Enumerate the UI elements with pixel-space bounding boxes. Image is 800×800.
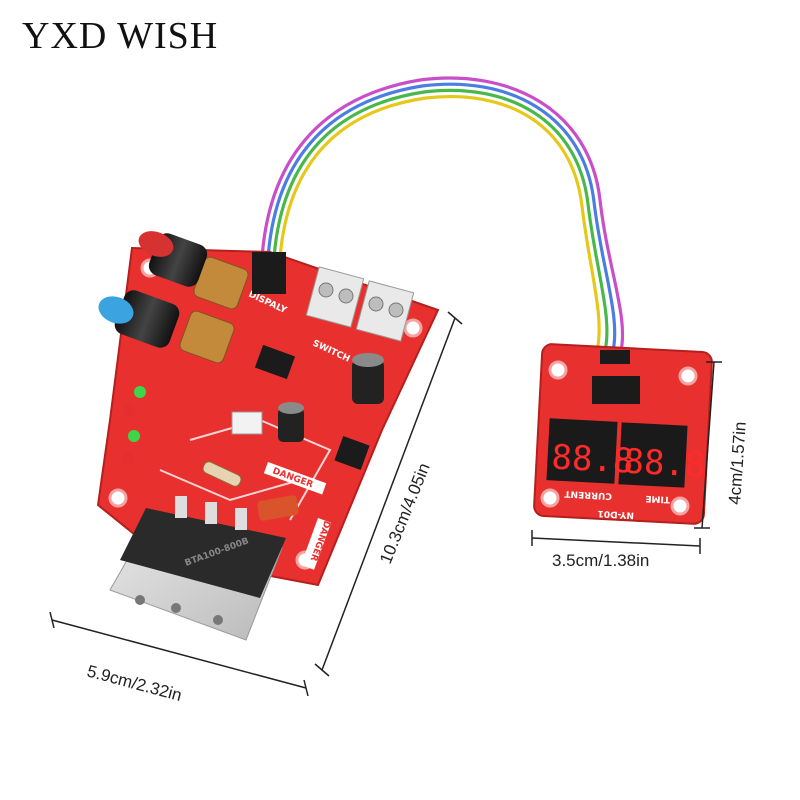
dim-main-width (49, 611, 309, 697)
pin-header (252, 252, 286, 294)
knob-black (114, 290, 180, 348)
led-red (122, 452, 134, 464)
knob-cap-red (138, 231, 174, 257)
triac-module: BTA100-800B (120, 496, 286, 598)
potentiometer-bottom (98, 290, 235, 364)
dim-display-width-label: 3.5cm/1.38in (552, 551, 649, 570)
dim-display-width (531, 530, 701, 554)
electrolytic-capacitor-small (278, 402, 304, 442)
dim-display-height (694, 361, 722, 529)
dim-main-height-label: 10.3cm/4.05in (376, 460, 434, 566)
driver-chip (592, 376, 640, 404)
screw-terminal-block (305, 266, 415, 342)
display-pin-header (600, 350, 630, 364)
ic-chip (254, 344, 296, 380)
connector-white (231, 411, 263, 435)
mount-hole (403, 318, 423, 338)
led-green (134, 386, 146, 398)
mount-hole (108, 488, 128, 508)
film-capacitor (257, 495, 299, 521)
brand-logo: YXD WISH (22, 15, 219, 57)
led-green (128, 430, 140, 442)
regulator (334, 435, 370, 471)
electrolytic-capacitor-large (352, 353, 384, 404)
dim-main-height (314, 311, 463, 677)
knob-cap-blue (98, 296, 134, 324)
dim-main-width-label: 5.9cm/2.32in (85, 662, 184, 706)
led-red (124, 404, 136, 416)
current-label: CURRENT (563, 488, 612, 501)
time-label: TIME (645, 493, 670, 504)
time-display (618, 422, 688, 488)
ribbon-cable (260, 76, 625, 356)
model-label: NY-D01 (597, 508, 634, 520)
time-digits: 88.8 (623, 441, 707, 485)
dim-display-height-label: 4cm/1.57in (725, 421, 750, 505)
current-display (546, 418, 618, 484)
potentiometer-top (138, 231, 249, 310)
display-board: 88.8 88.8 CURRENT TIME NY-D01 (533, 343, 713, 525)
resistor (202, 461, 242, 487)
current-digits: 88.8 (551, 437, 635, 481)
